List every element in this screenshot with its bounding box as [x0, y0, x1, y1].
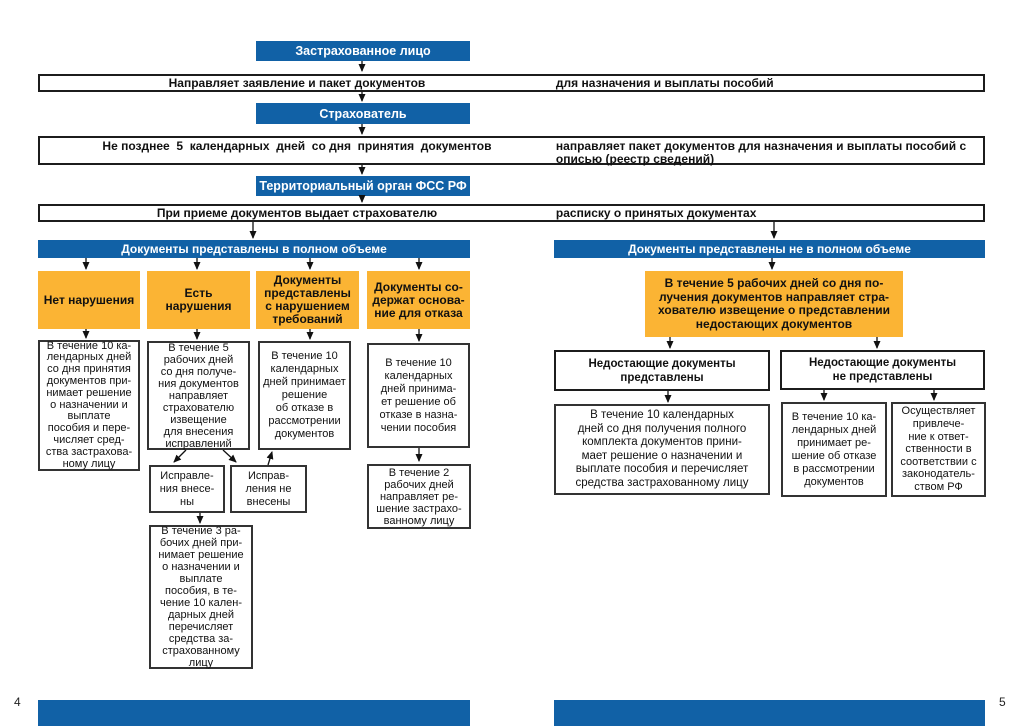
arrow: [266, 451, 274, 466]
liability-box: Осуществляет привлече- ние к ответ- стве…: [891, 402, 986, 497]
flow-step-2-left-text: Не позднее 5 календарных дней со дня при…: [102, 139, 492, 153]
liability-text: Осуществляет привлече- ние к ответ- стве…: [900, 405, 977, 493]
fss-office-label: Территориальный орган ФСС РФ: [259, 179, 467, 193]
complete-branch-header-text: Документы представлены в полном объеме: [121, 242, 387, 256]
corrections-made-text: Исправле- ния внесе- ны: [159, 469, 215, 508]
left-page-number: 4: [14, 695, 21, 709]
flow-step-1: Направляет заявление и пакет документов …: [38, 74, 985, 92]
left-page-footer-bar: [38, 700, 470, 726]
missing-docs-notice-text: В течение 5 рабочих дней со дня по- луче…: [658, 276, 890, 331]
no-violations-action-text: В течение 10 ка- лендарных дней со дня п…: [45, 339, 133, 470]
refusal-grounds-action-box: В течение 10 календарных дней принима- е…: [367, 343, 470, 448]
insured-person-label: Застрахованное лицо: [295, 44, 431, 58]
flow-step-3-right-text: расписку о принятых документах: [555, 205, 757, 220]
corrections-not-made-text: Исправ- ления не внесены: [245, 469, 292, 508]
refusal-grounds-box: Документы со- держат основа- ние для отк…: [367, 271, 470, 329]
incomplete-branch-header: Документы представлены не в полном объем…: [554, 240, 985, 258]
provided-action-box: В течение 10 календарных дней со дня пол…: [554, 404, 770, 495]
fss-office-box: Территориальный орган ФСС РФ: [256, 176, 470, 196]
right-page-footer-bar: [554, 700, 985, 726]
violation-of-requirements-box: Документы представлены с нарушением треб…: [256, 271, 359, 329]
corrections-decision-box: В течение 3 ра- бочих дней при- нимает р…: [149, 525, 253, 669]
flow-step-2: Не позднее 5 календарных дней со дня при…: [38, 136, 985, 166]
complete-branch-header: Документы представлены в полном объеме: [38, 240, 470, 258]
missing-provided-box: Недостающие документы представлены: [554, 350, 770, 391]
provided-action-text: В течение 10 календарных дней со дня пол…: [575, 409, 749, 489]
insured-person-box: Застрахованное лицо: [256, 41, 470, 61]
flow-step-1-left-text: Направляет заявление и пакет документов: [168, 75, 426, 90]
violation-of-requirements-label: Документы представлены с нарушением треб…: [264, 273, 351, 326]
flow-step-3-left-text: При приеме документов выдает страховател…: [156, 205, 438, 220]
refusal-notify-box: В течение 2 рабочих дней направляет ре- …: [367, 464, 471, 529]
refusal-action-box: В течение 10 ка- лендарных дней принимае…: [781, 402, 887, 497]
has-violations-action-text: В течение 5 рабочих дней со дня получе- …: [158, 341, 239, 450]
arrow: [173, 449, 187, 463]
missing-not-provided-label: Недостающие документы не представлены: [808, 357, 957, 383]
violation-of-requirements-action-box: В течение 10 календарных дней принимает …: [258, 341, 351, 450]
incomplete-branch-header-text: Документы представлены не в полном объем…: [628, 242, 911, 256]
flow-step-3: При приеме документов выдает страховател…: [38, 204, 985, 222]
no-violations-action-box: В течение 10 ка- лендарных дней со дня п…: [38, 340, 140, 471]
has-violations-box: Есть нарушения: [147, 271, 250, 329]
insurer-box: Страхователь: [256, 103, 470, 124]
corrections-made-box: Исправле- ния внесе- ны: [149, 465, 225, 513]
refusal-grounds-action-text: В течение 10 календарных дней принима- е…: [379, 356, 458, 434]
no-violations-box: Нет нарушения: [38, 271, 140, 329]
no-violations-label: Нет нарушения: [43, 292, 135, 307]
has-violations-label: Есть нарушения: [165, 286, 232, 313]
refusal-notify-text: В течение 2 рабочих дней направляет ре- …: [376, 466, 462, 527]
flow-step-1-right-text: для назначения и выплаты пособий: [555, 75, 774, 90]
corrections-decision-text: В течение 3 ра- бочих дней при- нимает р…: [158, 525, 244, 669]
has-violations-action-box: В течение 5 рабочих дней со дня получе- …: [147, 341, 250, 450]
refusal-grounds-label: Документы со- держат основа- ние для отк…: [372, 279, 465, 320]
missing-docs-notice-box: В течение 5 рабочих дней со дня по- луче…: [645, 271, 903, 337]
flow-step-2-right-text: направляет пакет документов для назначен…: [555, 139, 967, 166]
right-page-number: 5: [999, 695, 1006, 709]
insurer-label: Страхователь: [319, 106, 407, 121]
missing-not-provided-box: Недостающие документы не представлены: [780, 350, 985, 390]
missing-provided-label: Недостающие документы представлены: [588, 357, 736, 384]
refusal-action-text: В течение 10 ка- лендарных дней принимае…: [791, 410, 877, 488]
violation-of-requirements-action-text: В течение 10 календарных дней принимает …: [263, 350, 346, 440]
corrections-not-made-box: Исправ- ления не внесены: [230, 465, 307, 513]
arrow: [222, 449, 237, 463]
